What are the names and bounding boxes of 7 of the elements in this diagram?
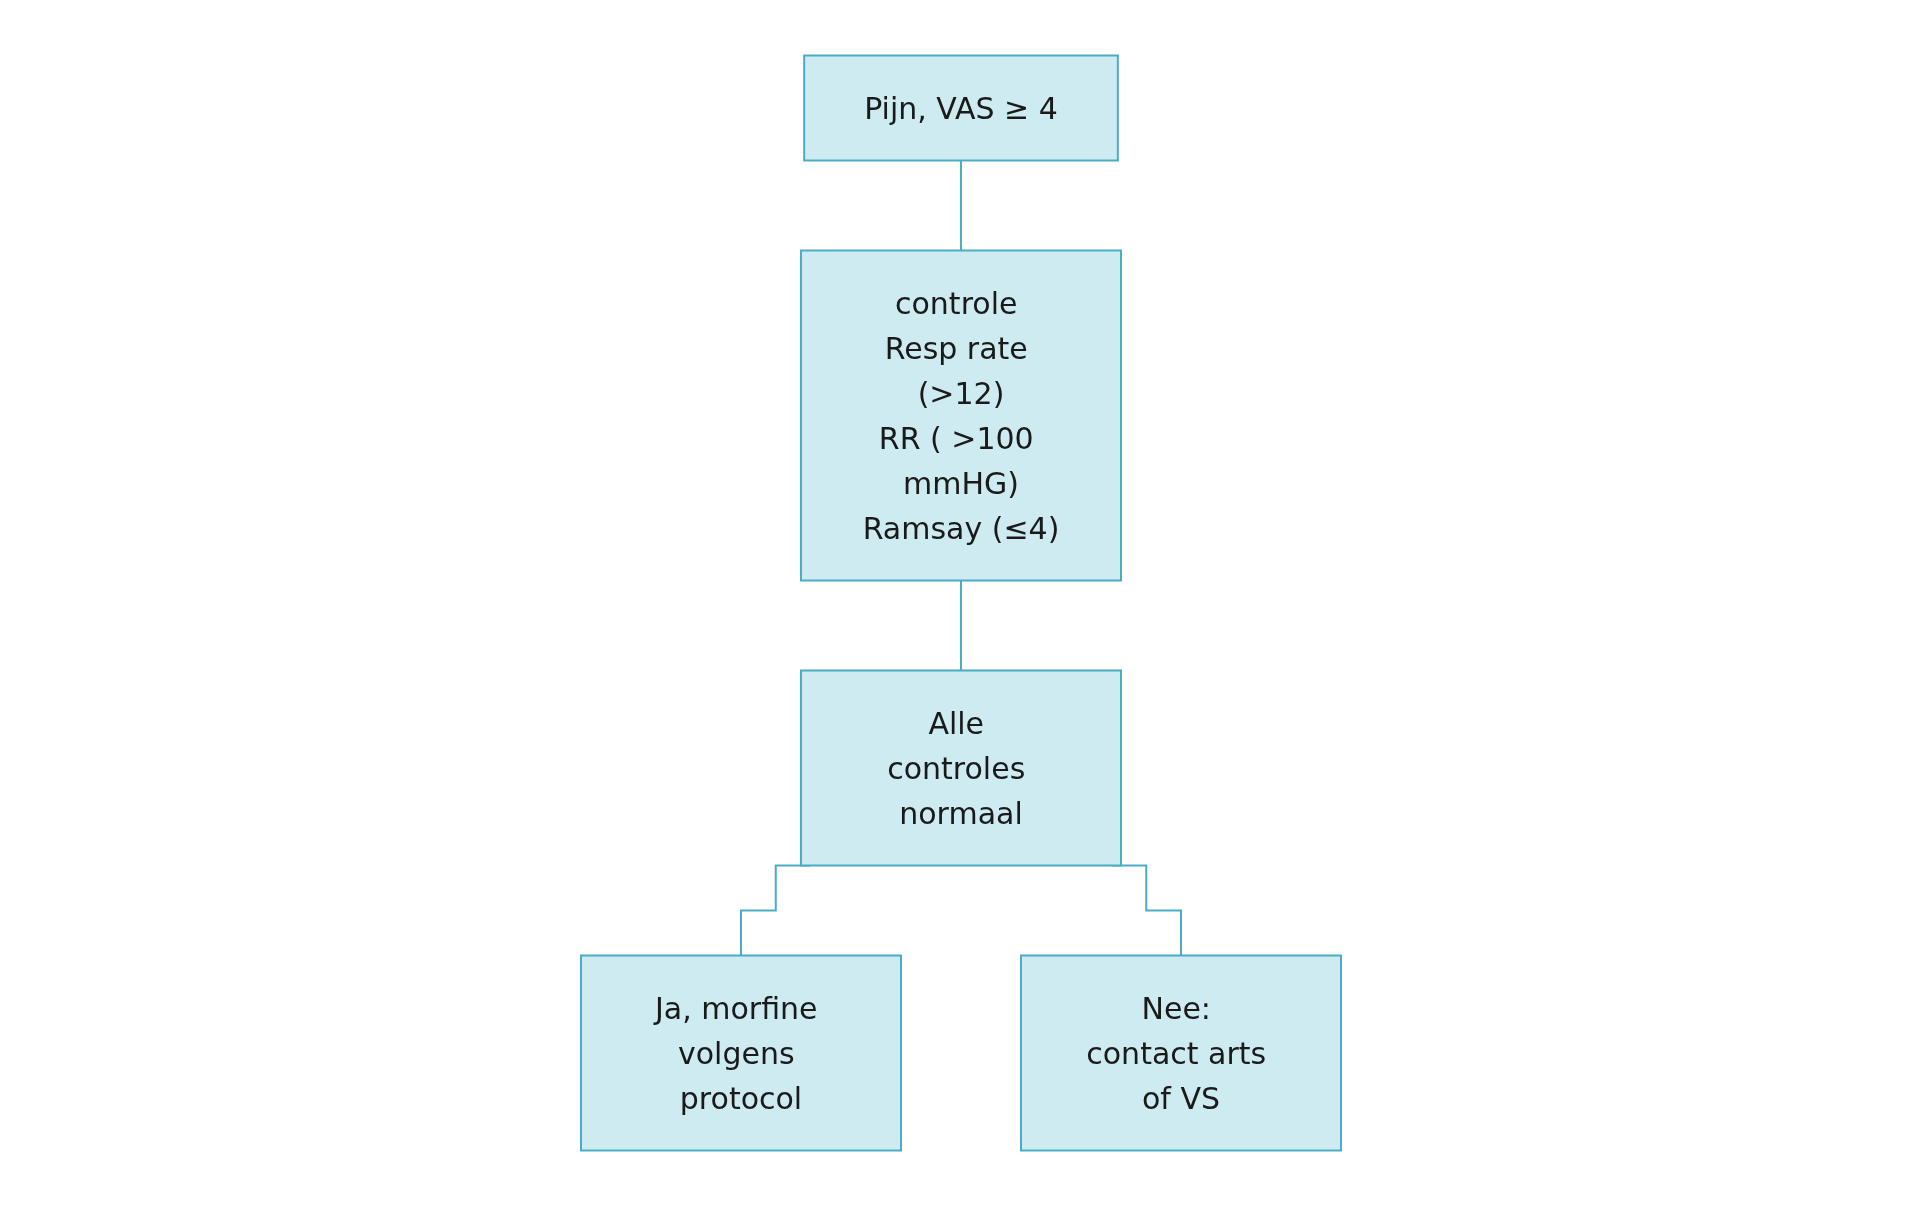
connector bbox=[959, 579, 962, 672]
node-box: Nee: contact arts of VS bbox=[1019, 954, 1342, 1152]
connector bbox=[959, 159, 962, 252]
node-box: Ja, morfine volgens protocol bbox=[579, 954, 902, 1152]
node-box: controle Resp rate (>12) RR ( >100 mmHG) Ramsay (≤4) bbox=[799, 249, 1122, 582]
node-box: Alle controles normaal bbox=[799, 669, 1122, 867]
node-box: Pijn, VAS ≥ 4 bbox=[802, 54, 1119, 162]
